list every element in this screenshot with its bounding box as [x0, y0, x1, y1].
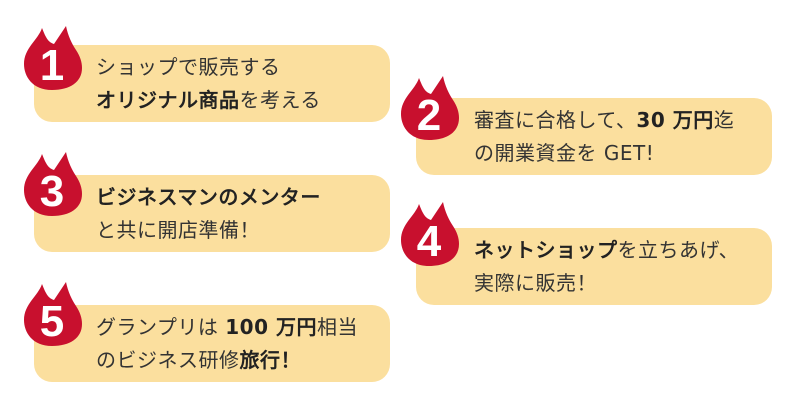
- step-text-line-1: ショップで販売する: [96, 55, 281, 79]
- step-text-line-2: の開業資金を GET!: [474, 141, 655, 165]
- step-text-line-1: グランプリは 100 万円相当: [96, 315, 358, 339]
- step-card: グランプリは 100 万円相当 のビジネス研修旅行！: [34, 305, 390, 382]
- step-number-badge: 4: [397, 200, 461, 270]
- step-text-line-2: のビジネス研修旅行！: [96, 348, 301, 372]
- flame-icon: 1: [24, 26, 82, 90]
- flame-icon: 2: [401, 76, 459, 140]
- step-number: 2: [417, 91, 441, 140]
- step-text-line-1: 審査に合格して、30 万円迄: [474, 108, 735, 132]
- flame-icon: 5: [24, 282, 82, 346]
- step-card: ビジネスマンのメンター と共に開店準備！: [34, 175, 390, 252]
- step-number: 4: [417, 217, 442, 266]
- step-card: ネットショップを立ちあげ、 実際に販売！: [416, 228, 772, 305]
- step-text-line-2: と共に開店準備！: [96, 218, 260, 242]
- step-number-badge: 5: [20, 280, 84, 350]
- step-number-badge: 3: [20, 150, 84, 220]
- flame-icon: 3: [24, 152, 82, 216]
- step-text-line-2: 実際に販売！: [474, 271, 597, 295]
- flame-icon: 4: [401, 202, 459, 266]
- step-number: 1: [40, 41, 64, 90]
- step-number: 5: [40, 297, 64, 346]
- step-number: 3: [40, 167, 64, 216]
- step-card: 審査に合格して、30 万円迄 の開業資金を GET!: [416, 98, 772, 175]
- step-number-badge: 2: [397, 74, 461, 144]
- step-card: ショップで販売する オリジナル商品を考える: [34, 45, 390, 122]
- step-text-line-1: ネットショップを立ちあげ、: [474, 238, 740, 262]
- step-text-line-1: ビジネスマンのメンター: [96, 185, 321, 209]
- step-text-line-2: オリジナル商品を考える: [96, 88, 321, 112]
- step-number-badge: 1: [20, 24, 84, 94]
